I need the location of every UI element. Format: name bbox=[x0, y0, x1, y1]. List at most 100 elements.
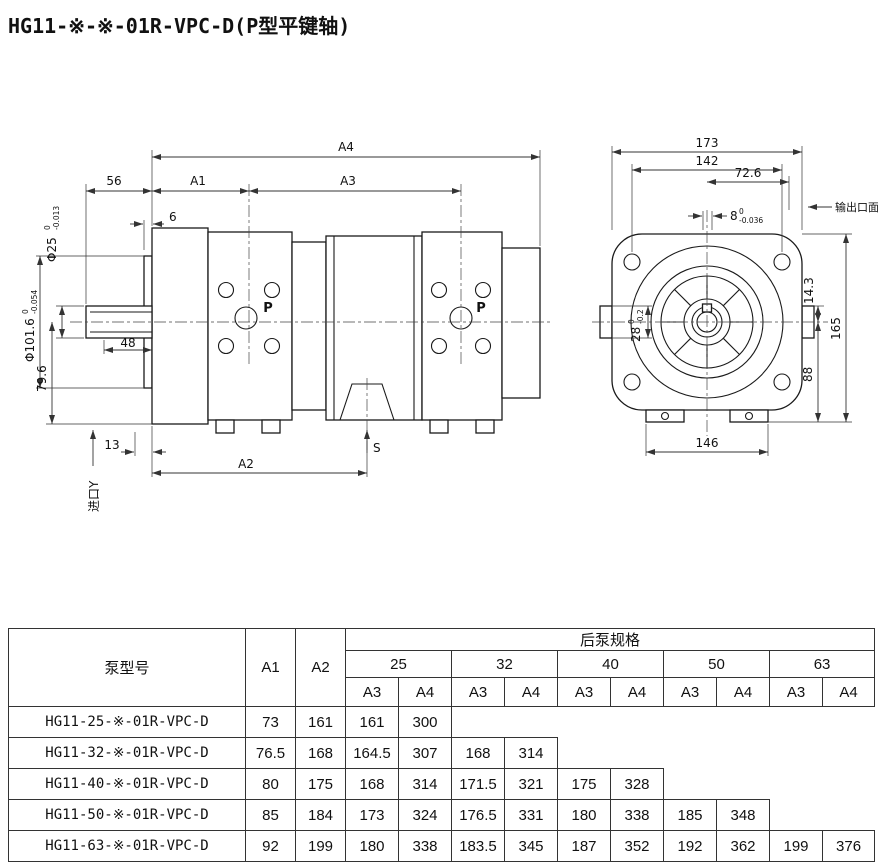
value-cell: 184 bbox=[295, 799, 346, 831]
header-size-50: 50 bbox=[663, 650, 770, 678]
table-row: HG11-25-※-01R-VPC-D 73 161 161 300 bbox=[8, 706, 875, 738]
dim-14-3-label: 14.3 bbox=[802, 277, 816, 304]
dim-28: 28 0 -0.2 bbox=[627, 309, 645, 342]
foot bbox=[215, 419, 235, 434]
spacer-section bbox=[291, 241, 327, 411]
mounting-flange bbox=[151, 227, 209, 425]
spec-table: 泵型号 A1 A2 后泵规格 25 32 40 50 63 A3 A4 A3 A… bbox=[8, 628, 876, 862]
dim-phi25-tol-top: 0 bbox=[43, 225, 52, 230]
value-cell: 180 bbox=[345, 830, 399, 862]
value-cell: 76.5 bbox=[245, 737, 296, 769]
header-row-group: 泵型号 A1 A2 后泵规格 bbox=[8, 628, 876, 707]
dim-a3-label: A3 bbox=[340, 174, 356, 188]
dim-phi25-tol-bot: -0.013 bbox=[52, 206, 61, 230]
model-cell: HG11-50-※-01R-VPC-D bbox=[8, 799, 246, 831]
header-size-25: 25 bbox=[345, 650, 452, 678]
dim-28-label: 28 bbox=[629, 327, 643, 342]
model-cell: HG11-25-※-01R-VPC-D bbox=[8, 706, 246, 738]
technical-drawing: A4 56 A1 A3 6 Φ25 0 -0.013 Φ101.6 0 bbox=[21, 136, 878, 512]
dim-a1-label: A1 bbox=[190, 174, 206, 188]
bolt-hole bbox=[773, 373, 791, 391]
front-view bbox=[592, 210, 828, 436]
dim-88-label: 88 bbox=[801, 367, 815, 382]
rear-cover bbox=[501, 247, 541, 399]
value-cell: 168 bbox=[451, 737, 505, 769]
dim-165-label: 165 bbox=[829, 317, 843, 340]
dim-79-6-label: 79.6 bbox=[35, 365, 49, 392]
dim-phi25-label: Φ25 bbox=[45, 237, 59, 262]
value-cell: 92 bbox=[245, 830, 296, 862]
bolt-hole bbox=[623, 253, 641, 271]
dim-a4-label: A4 bbox=[338, 140, 354, 154]
header-a3: A3 bbox=[663, 677, 717, 707]
dim-142-label: 142 bbox=[696, 154, 719, 168]
value-cell: 173 bbox=[345, 799, 399, 831]
value-cell: 175 bbox=[295, 768, 346, 800]
front-port-circle bbox=[234, 306, 258, 330]
port-p-rear-label: P bbox=[476, 301, 486, 316]
value-cell: 168 bbox=[295, 737, 346, 769]
value-cell: 199 bbox=[769, 830, 823, 862]
dim-8-tol-top: 0 bbox=[739, 207, 744, 216]
foot bbox=[429, 419, 449, 434]
header-a3: A3 bbox=[451, 677, 505, 707]
value-cell: 85 bbox=[245, 799, 296, 831]
value-cell: 199 bbox=[295, 830, 346, 862]
value-cell: 321 bbox=[504, 768, 558, 800]
value-cell: 164.5 bbox=[345, 737, 399, 769]
empty-region bbox=[558, 738, 875, 769]
value-cell: 348 bbox=[716, 799, 770, 831]
dim-28-tol-top: 0 bbox=[627, 319, 636, 324]
value-cell: 352 bbox=[610, 830, 664, 862]
empty-region bbox=[664, 769, 875, 800]
dim-173-label: 173 bbox=[696, 136, 719, 150]
table-row: HG11-50-※-01R-VPC-D 85 184 173 324 176.5… bbox=[8, 799, 875, 831]
value-cell: 168 bbox=[345, 768, 399, 800]
model-cell: HG11-32-※-01R-VPC-D bbox=[8, 737, 246, 769]
dim-56-label: 56 bbox=[106, 174, 121, 188]
value-cell: 328 bbox=[610, 768, 664, 800]
table-row: HG11-32-※-01R-VPC-D 76.5 168 164.5 307 1… bbox=[8, 737, 875, 769]
foot bbox=[729, 409, 769, 423]
value-cell: 161 bbox=[295, 706, 346, 738]
value-cell: 183.5 bbox=[451, 830, 505, 862]
dim-8-label: 8 bbox=[730, 209, 738, 223]
table-row: HG11-63-※-01R-VPC-D 92 199 180 338 183.5… bbox=[8, 830, 876, 862]
port-p-front-label: P bbox=[263, 301, 273, 316]
empty-region bbox=[452, 707, 875, 738]
side-view-dimensions: A4 56 A1 A3 6 Φ25 0 -0.013 Φ101.6 0 bbox=[21, 140, 541, 512]
dim-28-tol-bot: -0.2 bbox=[636, 309, 645, 324]
value-cell: 176.5 bbox=[451, 799, 505, 831]
outlet-face-label: 输出口面 bbox=[835, 200, 878, 214]
dim-phi101: Φ101.6 0 -0.054 bbox=[21, 290, 39, 362]
mid-section bbox=[325, 235, 423, 421]
model-cell: HG11-63-※-01R-VPC-D bbox=[8, 830, 246, 862]
header-a4: A4 bbox=[610, 677, 664, 707]
header-row-a3a4: A3 A4 A3 A4 A3 A4 A3 A4 A3 A4 bbox=[9, 677, 876, 707]
header-a4: A4 bbox=[398, 677, 452, 707]
value-cell: 80 bbox=[245, 768, 296, 800]
front-view-dimensions: 173 142 72.6 8 0 -0.036 输出口面 28 0 -0.2 bbox=[611, 136, 878, 456]
header-pump-model: 泵型号 bbox=[8, 628, 246, 707]
value-cell: 192 bbox=[663, 830, 717, 862]
foot bbox=[645, 409, 685, 423]
header-a3: A3 bbox=[557, 677, 611, 707]
rear-pump-body bbox=[421, 231, 503, 421]
dim-72-6-label: 72.6 bbox=[735, 166, 762, 180]
bolt-hole bbox=[623, 373, 641, 391]
header-a4: A4 bbox=[504, 677, 558, 707]
header-a4: A4 bbox=[716, 677, 770, 707]
header-a1: A1 bbox=[245, 628, 296, 707]
header-row-sizes: 25 32 40 50 63 bbox=[9, 650, 876, 678]
dim-phi25: Φ25 0 -0.013 bbox=[43, 206, 61, 262]
dim-phi101-tol-bot: -0.054 bbox=[30, 290, 39, 314]
value-cell: 161 bbox=[345, 706, 399, 738]
header-a3: A3 bbox=[769, 677, 823, 707]
header-size-32: 32 bbox=[451, 650, 558, 678]
value-cell: 376 bbox=[821, 830, 876, 862]
dim-phi101-label: Φ101.6 bbox=[23, 318, 37, 362]
table-row: HG11-40-※-01R-VPC-D 80 175 168 314 171.5… bbox=[8, 768, 875, 800]
value-cell: 331 bbox=[504, 799, 558, 831]
port-s-label: S bbox=[373, 441, 381, 455]
foot bbox=[475, 419, 495, 434]
